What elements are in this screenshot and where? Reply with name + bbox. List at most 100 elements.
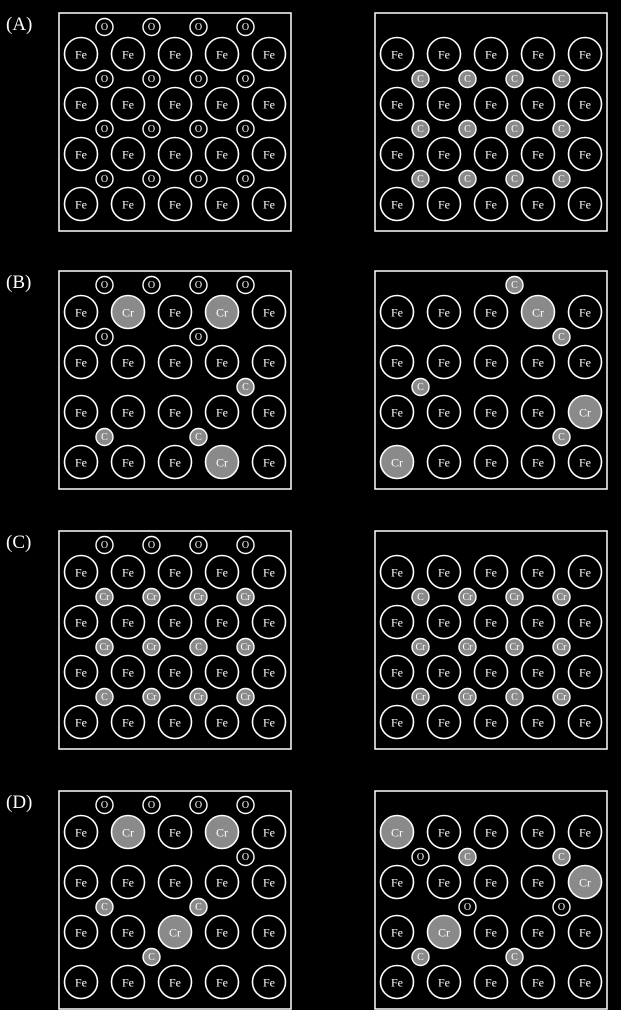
atom-label: Fe [485,306,497,320]
atom-label: O [242,124,249,135]
iron-atom: Fe [159,656,192,689]
oxygen-atom: O [96,121,113,138]
iron-atom: Fe [253,396,286,429]
iron-atom: Fe [381,396,414,429]
iron-atom: Fe [253,446,286,479]
atom-label: Fe [263,148,275,162]
atom-label: Fe [169,306,181,320]
atom-label: Fe [263,666,275,680]
atom-label: O [148,540,155,551]
carbon-atom: C [143,949,160,966]
iron-atom: Fe [159,296,192,329]
iron-atom: Fe [253,966,286,999]
atom-label: Cr [510,592,521,603]
atom-label: Fe [485,826,497,840]
oxygen-atom: O [237,277,254,294]
atom-label: C [101,902,108,913]
atom-label: Fe [216,406,228,420]
atom-label: Fe [75,976,87,990]
iron-atom: Fe [253,346,286,379]
iron-atom: Fe [428,346,461,379]
atom-label: Fe [122,406,134,420]
atom-label: Fe [532,198,544,212]
iron-atom: Fe [381,866,414,899]
atom-label: Cr [463,642,474,653]
iron-atom: Fe [65,138,98,171]
atom-label: Fe [391,566,403,580]
carbon-atom: C [412,589,429,606]
oxygen-atom: O [96,71,113,88]
atom-label: Fe [579,826,591,840]
atom-label: Cr [557,692,568,703]
atom-label: Fe [122,876,134,890]
iron-atom: Fe [569,446,602,479]
iron-atom: Fe [381,88,414,121]
carbon-atom: C [412,171,429,188]
iron-atom: Fe [159,606,192,639]
atom-label: Fe [438,148,450,162]
atom-label: Fe [169,356,181,370]
iron-atom: Fe [381,346,414,379]
carbon-atom: C [412,71,429,88]
atom-label: Fe [532,976,544,990]
atom-label: Fe [532,148,544,162]
iron-atom: Fe [65,88,98,121]
chromium-atom: Cr [190,589,207,606]
iron-atom: Fe [159,556,192,589]
iron-atom: Fe [522,606,555,639]
atom-label: O [195,124,202,135]
atom-label: O [101,74,108,85]
iron-atom: Fe [475,866,508,899]
atom-label: O [242,280,249,291]
iron-atom: Fe [475,446,508,479]
atom-label: O [148,22,155,33]
carbon-atom: C [412,949,429,966]
atom-label: Cr [391,456,403,470]
iron-atom: Fe [206,38,239,71]
iron-atom: Fe [569,38,602,71]
atom-label: Fe [579,356,591,370]
atom-label: Fe [75,826,87,840]
oxygen-atom: O [412,849,429,866]
chromium-atom: Cr [428,916,461,949]
atom-label: Fe [263,406,275,420]
atom-label: Fe [438,666,450,680]
iron-atom: Fe [159,38,192,71]
atom-label: O [195,332,202,343]
atom-label: Fe [485,456,497,470]
iron-atom: Fe [65,866,98,899]
iron-atom: Fe [569,138,602,171]
carbon-atom: C [237,379,254,396]
iron-atom: Fe [206,966,239,999]
atom-label: Fe [391,926,403,940]
iron-atom: Fe [112,916,145,949]
oxygen-atom: O [96,277,113,294]
carbon-atom: C [553,329,570,346]
iron-atom: Fe [522,138,555,171]
atom-label: Fe [438,48,450,62]
chromium-atom: Cr [553,639,570,656]
atom-label: Fe [263,456,275,470]
oxygen-atom: O [143,19,160,36]
oxygen-atom: O [237,171,254,188]
carbon-atom: C [459,121,476,138]
chromium-atom: Cr [159,916,192,949]
atom-label: Fe [391,876,403,890]
atom-label: Cr [463,692,474,703]
atom-label: O [417,852,424,863]
atom-label: Fe [391,616,403,630]
iron-atom: Fe [381,916,414,949]
atom-label: O [148,800,155,811]
atom-label: C [242,382,249,393]
atom-label: C [558,124,565,135]
atom-label: Fe [169,198,181,212]
atom-label: Fe [438,406,450,420]
iron-atom: Fe [206,866,239,899]
atom-label: Fe [438,716,450,730]
iron-atom: Fe [428,706,461,739]
atom-label: C [511,280,518,291]
carbon-atom: C [553,849,570,866]
atom-label: Fe [169,456,181,470]
iron-atom: Fe [206,188,239,221]
